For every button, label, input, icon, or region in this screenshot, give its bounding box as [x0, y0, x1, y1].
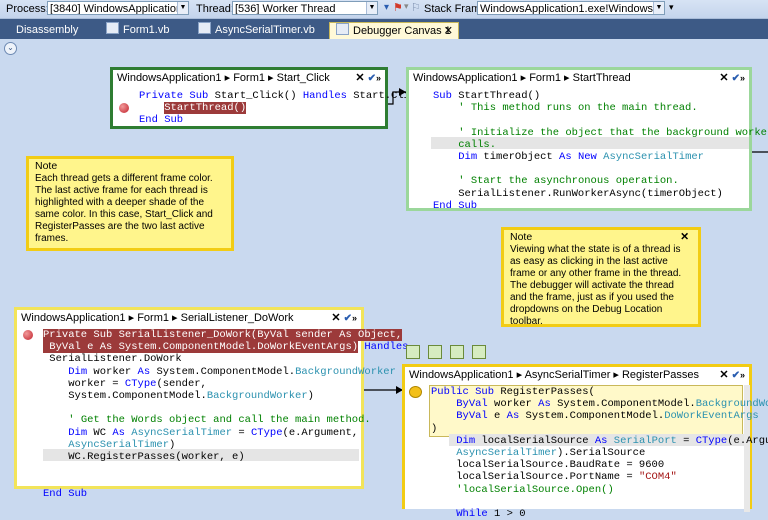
vb-file-icon — [106, 22, 119, 34]
document-tab-strip: Disassembly Form1.vb AsyncSerialTimer.vb… — [0, 19, 768, 39]
note-header: Note ✕ — [510, 230, 692, 244]
tab-async-serial-timer[interactable]: AsyncSerialTimer.vb — [192, 22, 321, 39]
code-bubble-start-thread[interactable]: WindowsApplication1 ▸ Form1 ▸ StartThrea… — [406, 67, 768, 212]
chevron-down-icon: ▼ — [177, 2, 188, 14]
bubble-header: WindowsApplication1 ▸ AsyncSerialTimer ▸… — [405, 367, 749, 383]
code-text[interactable]: Private Sub SerialListener_DoWork(ByVal … — [43, 329, 409, 500]
expand-icon: » — [739, 73, 745, 83]
code-bubble-register-passes[interactable]: WindowsApplication1 ▸ AsyncSerialTimer ▸… — [402, 364, 768, 520]
stack-frame-value: WindowsApplication1.exe!WindowsApplic — [480, 3, 665, 15]
nav-first-icon[interactable] — [406, 345, 420, 359]
note-text: Each thread gets a different frame color… — [35, 173, 213, 244]
breakpoint-icon[interactable] — [23, 330, 33, 340]
bubble-controls[interactable]: ✕ ✔» — [719, 72, 745, 84]
note-header: Note — [35, 159, 225, 173]
nav-last-icon[interactable] — [472, 345, 486, 359]
active-statement-highlight — [429, 385, 743, 437]
pin-icon: ✔ — [343, 313, 352, 324]
bubble-controls[interactable]: ✕ ✔» — [719, 369, 745, 381]
flag-dropdown-icon[interactable]: ▾ — [404, 1, 409, 11]
note-card[interactable]: Note Each thread gets a different frame … — [26, 156, 234, 251]
pin-icon: ✔ — [731, 370, 740, 381]
tab-label: Disassembly — [16, 24, 79, 36]
code-text[interactable]: Private Sub Start_Click() Handles Start.… — [139, 90, 423, 127]
code-bubble-start-click[interactable]: WindowsApplication1 ▸ Form1 ▸ Start_Clic… — [110, 67, 423, 129]
breadcrumb: WindowsApplication1 ▸ Form1 ▸ StartThrea… — [413, 72, 631, 84]
stack-frame-dropdown[interactable]: WindowsApplication1.exe!WindowsApplic ▼ — [477, 1, 665, 15]
tab-debugger-canvas[interactable]: Debugger Canvas 1 ✕ — [329, 22, 459, 39]
note-card[interactable]: Note ✕ Viewing what the state is of a thr… — [501, 227, 701, 327]
debug-location-toolbar: Process: [3840] WindowsApplication1.vsho… — [0, 0, 768, 19]
current-statement-arrow-icon — [409, 386, 422, 398]
bubble-header: WindowsApplication1 ▸ Form1 ▸ SerialList… — [17, 310, 361, 326]
nav-next-icon[interactable] — [450, 345, 464, 359]
active-line-highlight — [43, 449, 359, 461]
tab-label: Form1.vb — [123, 24, 170, 36]
nav-prev-icon[interactable] — [428, 345, 442, 359]
pin-icon: ✔ — [367, 73, 376, 84]
canvas-icon — [336, 23, 349, 35]
bubble-controls[interactable]: ✕ ✔» — [355, 72, 381, 84]
code-text[interactable]: Sub StartThread() ' This method runs on … — [433, 90, 768, 212]
tab-disassembly[interactable]: Disassembly — [10, 22, 84, 39]
tab-label: Debugger Canvas 1 — [353, 25, 451, 37]
chevron-down-icon: ▼ — [366, 2, 377, 14]
note-title: Note — [510, 231, 533, 243]
tab-form1-vb[interactable]: Form1.vb — [100, 22, 175, 39]
thread-label: Thread: — [196, 3, 234, 15]
bubble-header: WindowsApplication1 ▸ Form1 ▸ Start_Clic… — [113, 70, 385, 86]
vb-file-icon — [198, 22, 211, 34]
stack-frame-label: Stack Frame: — [424, 3, 490, 15]
thread-value: [536] Worker Thread — [235, 3, 336, 15]
breadcrumb: WindowsApplication1 ▸ Form1 ▸ SerialList… — [21, 312, 294, 324]
expand-icon: » — [739, 370, 745, 380]
note-title: Note — [35, 160, 58, 172]
active-line-highlight — [449, 434, 745, 446]
expand-icon: » — [351, 313, 357, 323]
filter-icon[interactable]: ⚐ — [411, 2, 421, 14]
vertical-scrollbar[interactable] — [744, 385, 750, 512]
bubble-controls[interactable]: ✕ ✔» — [331, 312, 357, 324]
flag-icon[interactable]: ⚑ — [393, 2, 403, 14]
breakpoint-icon[interactable] — [119, 103, 129, 113]
code-text[interactable]: Public Sub RegisterPasses( ByVal worker … — [431, 386, 768, 520]
code-bubble-dowork[interactable]: WindowsApplication1 ▸ Form1 ▸ SerialList… — [14, 307, 408, 500]
thread-dropdown[interactable]: [536] Worker Thread ▼ — [232, 1, 378, 15]
breadcrumb: WindowsApplication1 ▸ AsyncSerialTimer ▸… — [409, 369, 700, 381]
toggle-flag-dropdown-icon[interactable]: ▾ — [384, 2, 390, 13]
pin-icon: ✔ — [731, 73, 740, 84]
chevron-down-icon: ▼ — [653, 2, 664, 14]
process-value: [3840] WindowsApplication1.vsho — [50, 3, 188, 15]
active-line-highlight — [431, 137, 749, 149]
tab-label: AsyncSerialTimer.vb — [215, 24, 315, 36]
toolbar-overflow-icon[interactable]: ▾ — [669, 2, 674, 12]
note-text: Viewing what the state is of a thread is… — [510, 244, 682, 327]
process-dropdown[interactable]: [3840] WindowsApplication1.vsho ▼ — [47, 1, 189, 15]
process-label: Process: — [6, 3, 49, 15]
expand-icon: » — [375, 73, 381, 83]
bubble-header: WindowsApplication1 ▸ Form1 ▸ StartThrea… — [409, 70, 749, 86]
close-icon[interactable]: ✕ — [680, 231, 689, 243]
collapse-canvas-icon[interactable]: ⌄ — [4, 42, 17, 55]
breadcrumb: WindowsApplication1 ▸ Form1 ▸ Start_Clic… — [117, 72, 330, 84]
close-icon[interactable]: ✕ — [443, 25, 453, 37]
